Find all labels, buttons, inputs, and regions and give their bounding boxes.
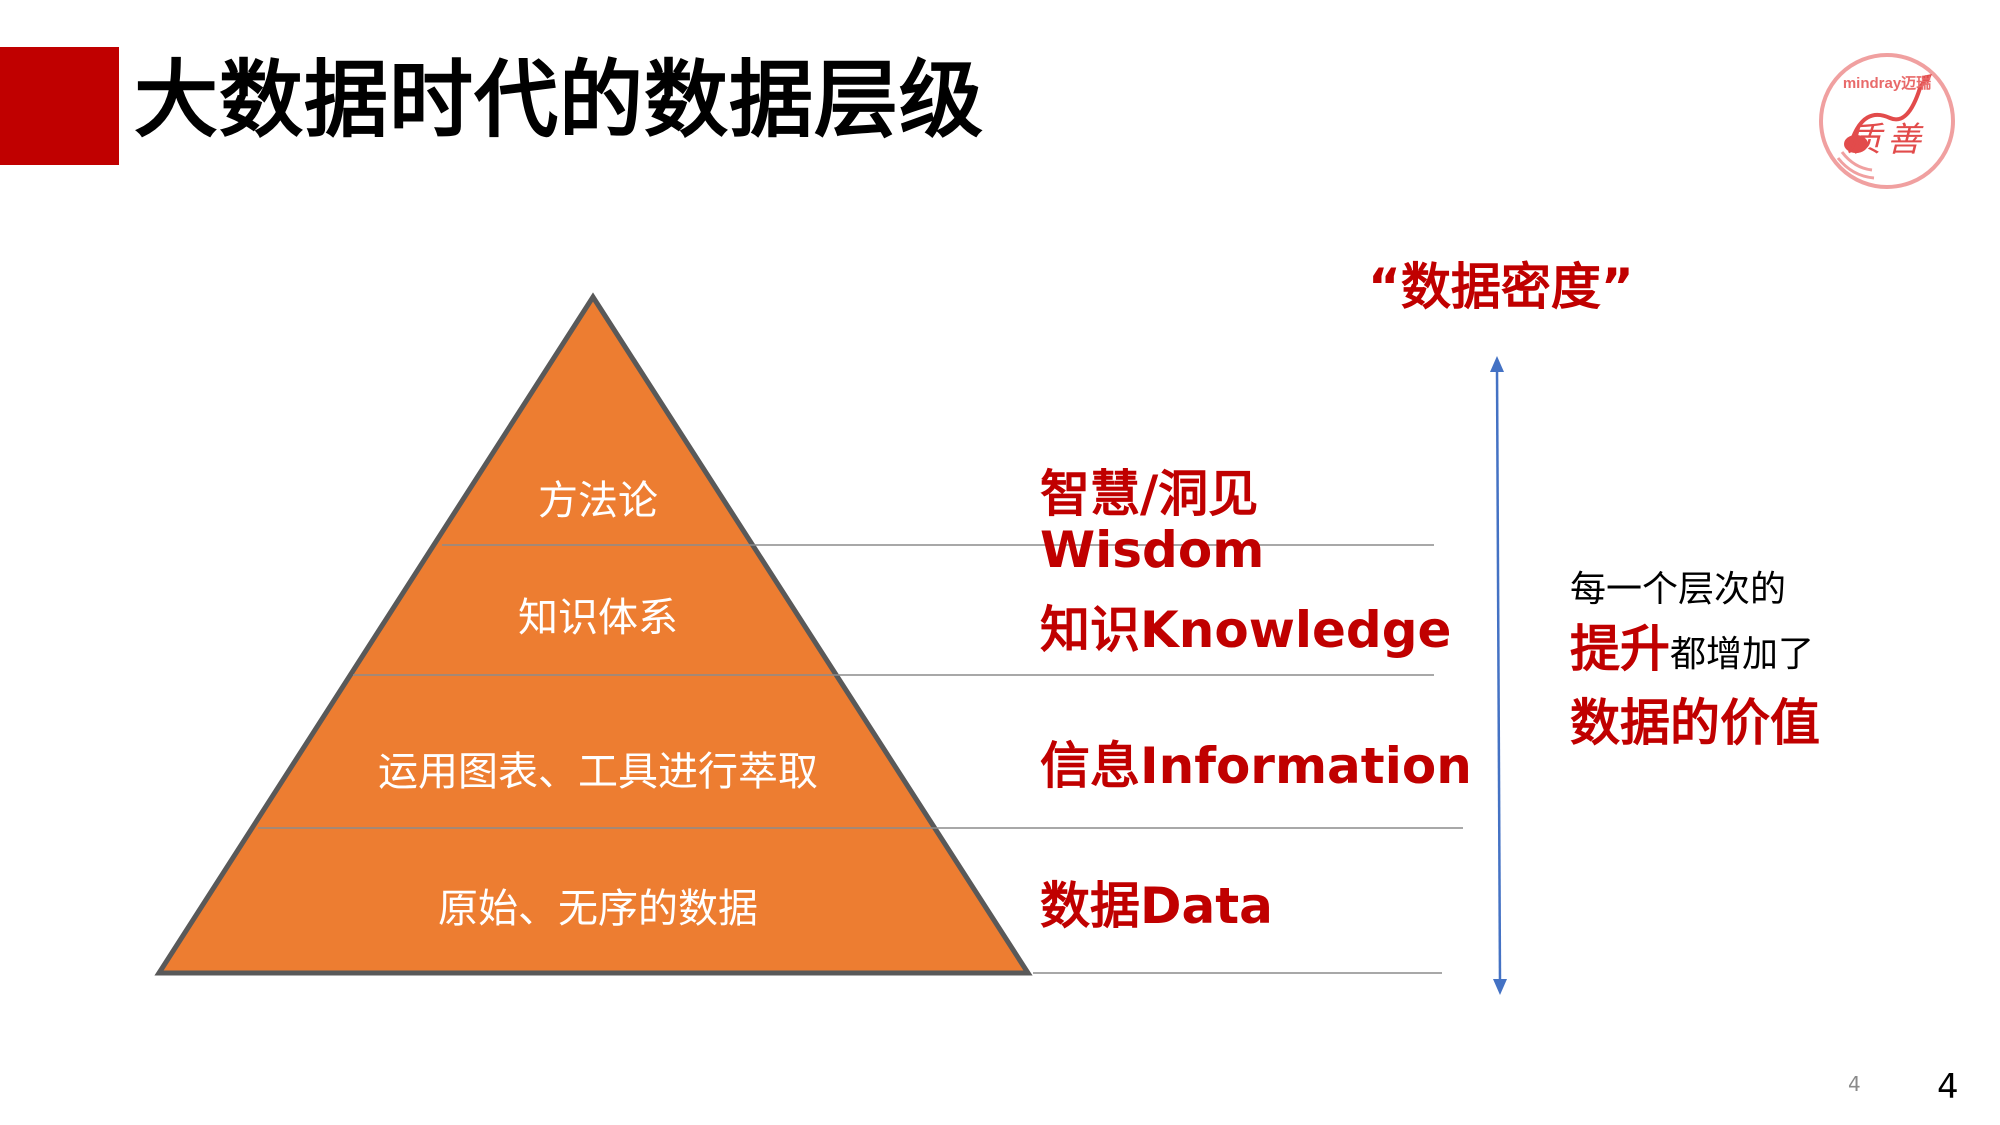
slide-number-small: 4 [1848,1072,1861,1096]
level-label-wisdom-cn: 智慧/洞见 [1040,465,1259,523]
title-accent-block [0,47,119,165]
level-label-data: 数据Data [1040,877,1273,935]
pyramid-level-information: 运用图表、工具进行萃取 [378,749,818,795]
level-label-wisdom-en: Wisdom [1040,521,1265,579]
density-label: “数据密度” [1368,258,1634,316]
level-label-knowledge: 知识Knowledge [1040,601,1452,659]
density-arrow-head-up [1490,356,1504,372]
value-note-line2: 提升都增加了 [1570,618,1820,692]
logo-emblem-icon [1819,53,1955,189]
page-title: 大数据时代的数据层级 [134,51,985,149]
level-label-information: 信息Information [1040,737,1472,795]
pyramid-level-knowledge: 知识体系 [518,595,678,641]
mindray-logo: mindray迈瑞 质善 [1812,48,1962,194]
pyramid-level-data: 原始、无序的数据 [438,886,758,932]
pyramid-level-wisdom: 方法论 [538,478,658,524]
density-arrow-head-down [1493,979,1507,995]
slide-number: 4 [1937,1067,1959,1107]
logo-brand-text: mindray迈瑞 [1842,75,1932,92]
value-note-line3: 数据的价值 [1570,694,1820,752]
value-note-strong: 提升 [1570,620,1670,678]
density-arrow [1495,367,1502,984]
pyramid-shape [154,292,1033,976]
logo-signature-text: 质善 [1847,120,1927,160]
value-note-line1: 每一个层次的 [1570,569,1787,610]
level-label-wisdom: 智慧/洞见 Wisdom [1040,466,1264,578]
value-note-plain: 都增加了 [1670,634,1815,675]
value-note: 每一个层次的 提升都增加了 数据的价值 [1570,562,1820,754]
